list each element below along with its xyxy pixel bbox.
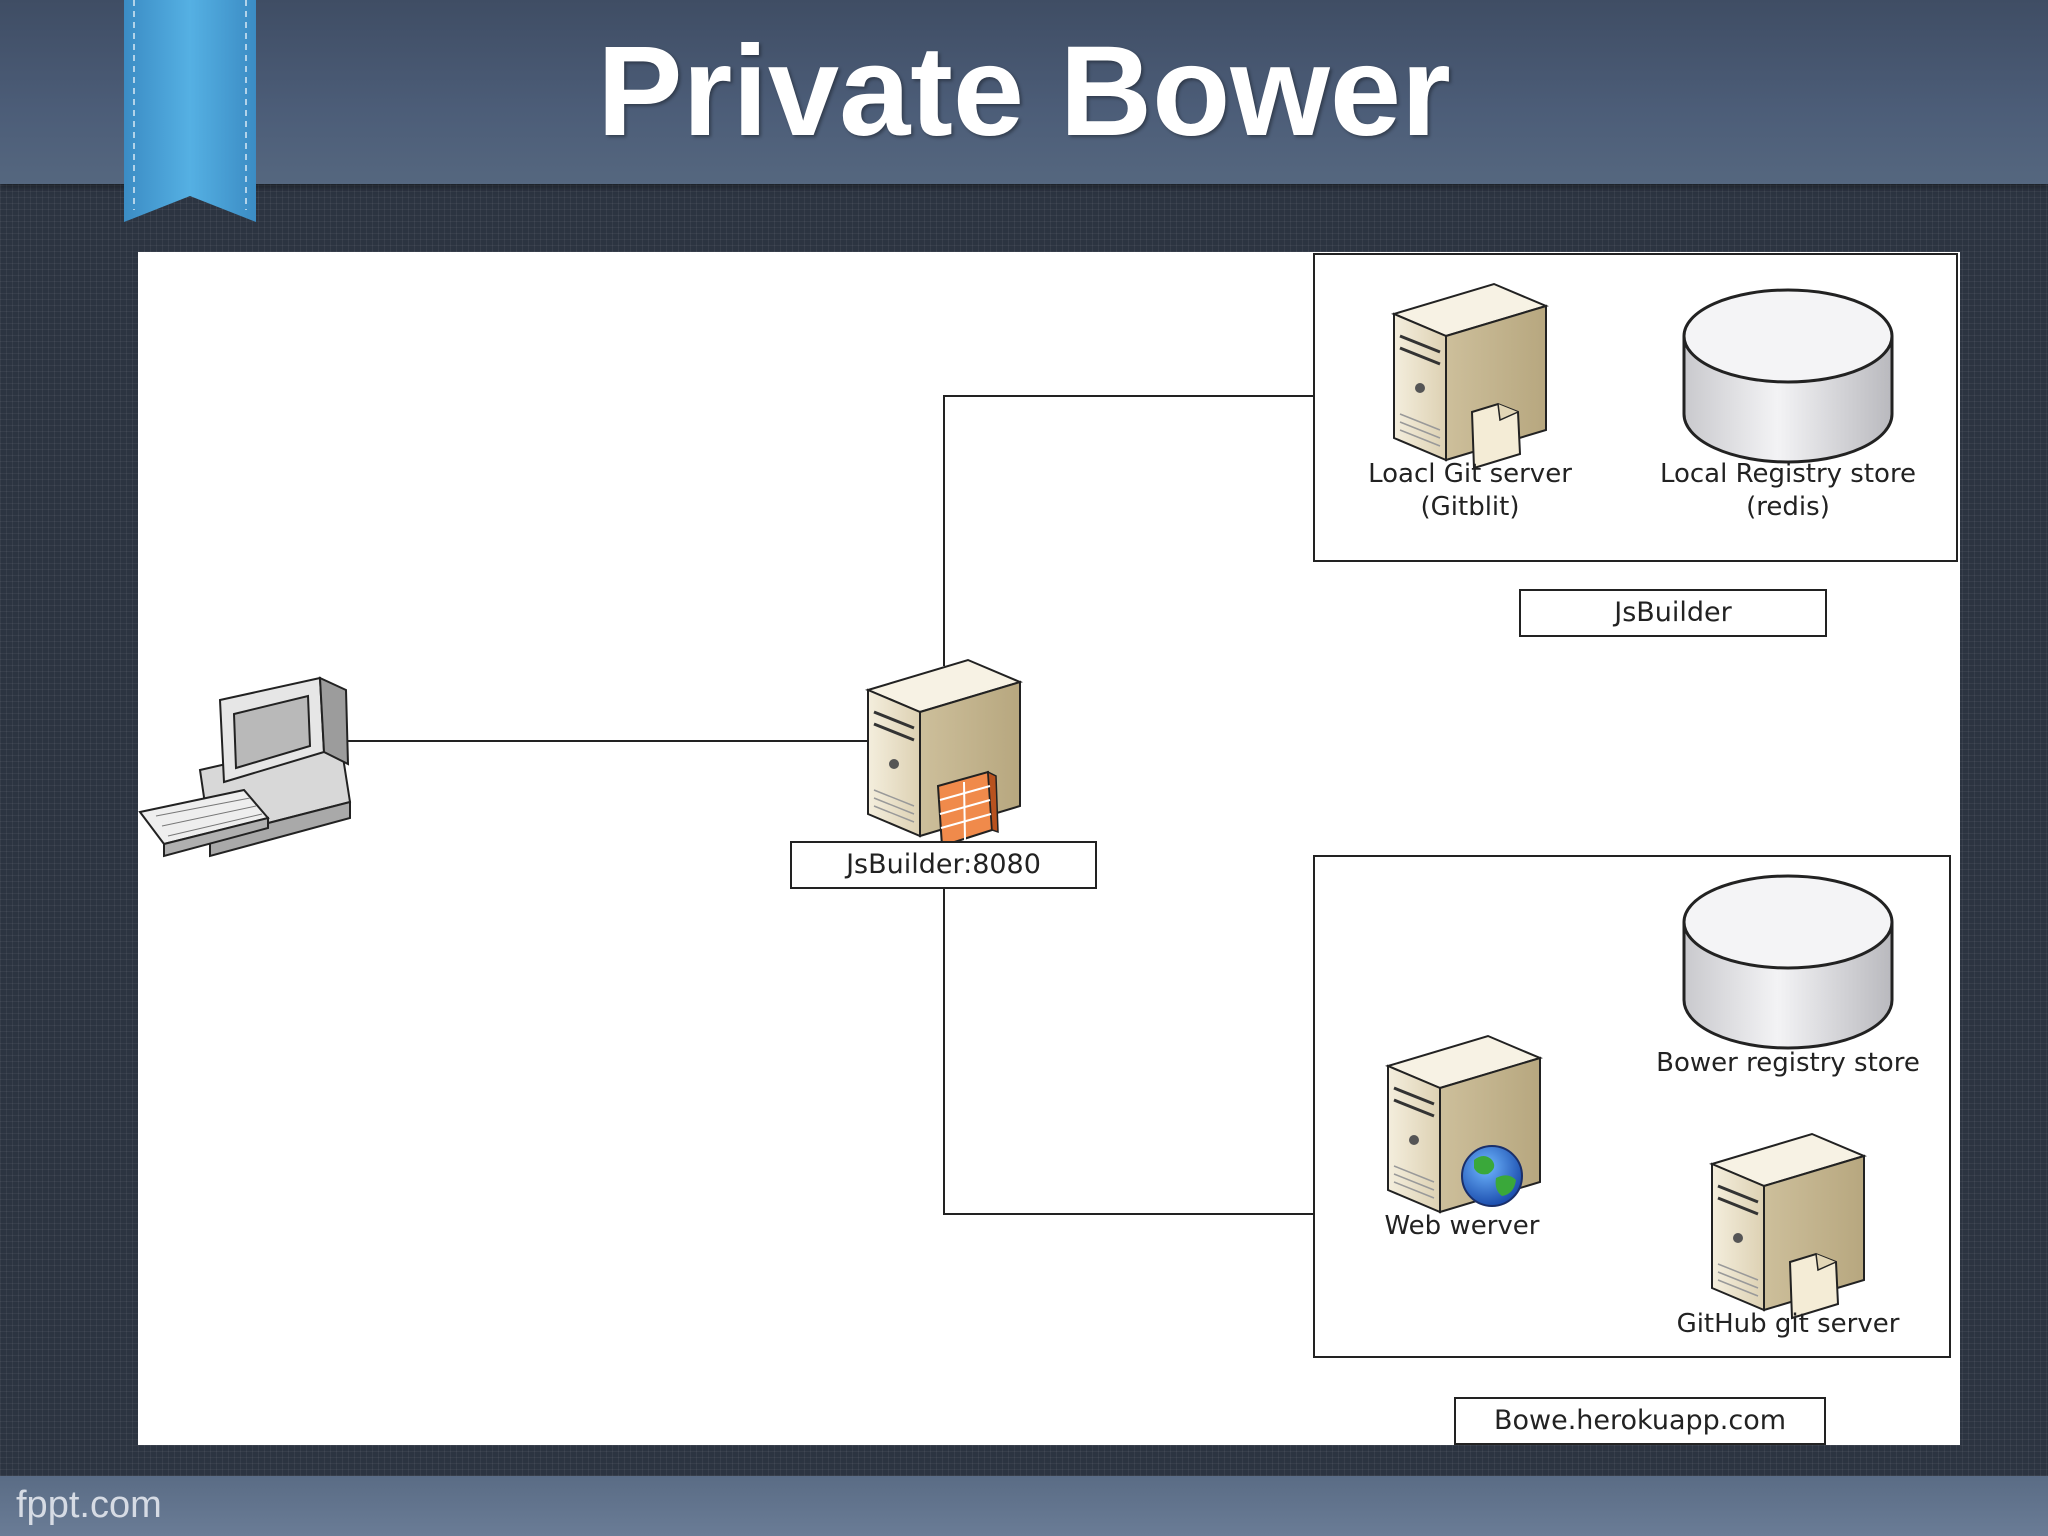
- database-icon: [1682, 874, 1894, 1050]
- database-icon: [1682, 288, 1894, 464]
- line-builder-to-local: [943, 395, 1314, 666]
- file-server-icon: [1391, 282, 1549, 470]
- builder-label: JsBuilder:8080: [790, 841, 1097, 889]
- web-server-icon: [1385, 1034, 1543, 1214]
- footer-brand: fppt.com: [16, 1484, 162, 1526]
- slide-footer: fppt.com: [0, 1476, 2048, 1536]
- firewall-server-icon: [865, 658, 1023, 848]
- github-git-server-label: GitHub git server: [1676, 1309, 1900, 1339]
- web-server-label: Web werver: [1384, 1211, 1540, 1241]
- file-server-icon: [1709, 1132, 1867, 1320]
- local-registry-line2: (redis): [1746, 492, 1830, 522]
- desktop-computer-icon: [138, 676, 352, 858]
- heroku-group-label: Bowe.herokuapp.com: [1454, 1397, 1826, 1445]
- local-registry-line1: Local Registry store: [1659, 459, 1917, 489]
- bower-registry-label: Bower registry store: [1656, 1048, 1920, 1078]
- local-registry-label: Local Registry store (redis): [1628, 458, 1948, 524]
- slide-title: Private Bower: [597, 20, 1451, 163]
- local-git-server-line2: (Gitblit): [1420, 492, 1520, 522]
- local-git-server-line1: Loacl Git server: [1368, 459, 1572, 489]
- jsbuilder-group-label: JsBuilder: [1519, 589, 1827, 637]
- slide-header: [0, 0, 2048, 184]
- connector-lines: [320, 395, 1314, 1215]
- line-builder-to-heroku: [943, 888, 1314, 1215]
- local-git-server-label: Loacl Git server (Gitblit): [1310, 458, 1630, 524]
- bookmark-ribbon-icon: [124, 0, 256, 222]
